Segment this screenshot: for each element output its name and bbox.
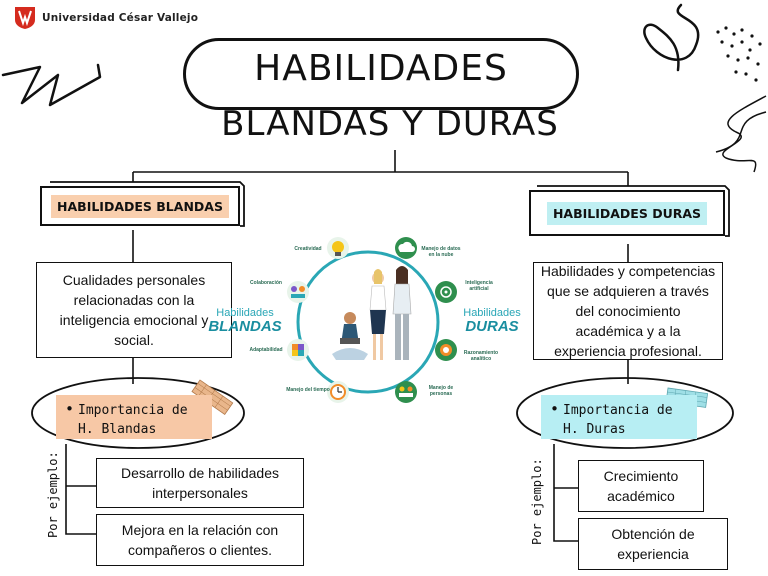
center-label-duras: Habilidades DURAS (454, 306, 530, 334)
left-example-2-text: Mejora en la relación con compañeros o c… (121, 522, 279, 558)
skills-circle-illustration (287, 237, 457, 403)
dots-doodle (716, 26, 762, 82)
ai-icon (435, 281, 457, 303)
right-importance-text: Importancia de H. Duras (563, 403, 673, 437)
page-title-line2: BLANDAS Y DURAS (221, 104, 559, 144)
left-example-1: Desarrollo de habilidades interpersonale… (96, 458, 304, 508)
right-example-2: Obtención de experiencia (578, 518, 728, 570)
center-label-blandas-top: Habilidades (216, 307, 274, 319)
center-label-blandas: Habilidades BLANDAS (204, 306, 286, 334)
right-example-1-text: Crecimiento académico (603, 468, 679, 504)
clock-icon (327, 381, 349, 403)
label-ia: Inteligencia artificial (465, 280, 493, 292)
university-shield-icon (15, 7, 35, 29)
creatividad-icon (327, 237, 349, 259)
scribble-doodle (715, 95, 767, 173)
right-importance: Importancia de H. Duras (541, 395, 697, 439)
center-label-duras-top: Habilidades (463, 307, 521, 319)
cloud-data-icon (395, 237, 417, 259)
center-label-blandas-bottom: BLANDAS (208, 318, 282, 335)
label-manejo-personas: Manejo de personas (428, 385, 454, 397)
label-adaptabilidad: Adaptabilidad (249, 347, 283, 353)
label-creatividad: Creatividad (294, 246, 322, 252)
label-manejo-tiempo: Manejo del tiempo (286, 387, 330, 393)
left-description: Cualidades personales relacionadas con l… (59, 272, 209, 348)
people-icon (395, 381, 417, 403)
curl-doodle (643, 3, 700, 72)
left-description-box: Cualidades personales relacionadas con l… (36, 262, 232, 358)
left-example-1-text: Desarrollo de habilidades interpersonale… (121, 465, 279, 501)
colaboracion-icon (287, 281, 309, 303)
right-header: HABILIDADES DURAS (529, 190, 725, 236)
people-illustration (332, 266, 412, 360)
page-title-line1: HABILIDADES (254, 48, 508, 89)
adaptabilidad-icon (287, 339, 309, 361)
right-description-box: Habilidades y competencias que se adquie… (533, 262, 723, 360)
zigzag-doodle (1, 63, 102, 107)
right-header-label: HABILIDADES DURAS (546, 201, 708, 225)
university-logo: Universidad César Vallejo (14, 6, 198, 30)
left-importance-text: Importancia de H. Blandas (78, 403, 188, 437)
right-example-1: Crecimiento académico (578, 460, 704, 512)
left-example-2: Mejora en la relación con compañeros o c… (96, 514, 304, 566)
right-description: Habilidades y competencias que se adquie… (540, 263, 716, 359)
left-importance: Importancia de H. Blandas (56, 395, 212, 439)
razonamiento-icon (435, 339, 457, 361)
university-name: Universidad César Vallejo (42, 12, 199, 24)
left-header-label: HABILIDADES BLANDAS (51, 194, 229, 218)
center-label-duras-bottom: DURAS (465, 318, 519, 335)
left-por-ejemplo: Por ejemplo: (46, 451, 60, 538)
right-example-2-text: Obtención de experiencia (611, 526, 695, 562)
title-frame (183, 38, 579, 110)
label-colaboracion: Colaboración (250, 280, 282, 286)
label-razonamiento: Razonamiento analítico (463, 350, 499, 362)
right-por-ejemplo: Por ejemplo: (530, 458, 544, 545)
label-manejo-datos: Manejo de datos en la nube (421, 246, 461, 258)
left-header: HABILIDADES BLANDAS (40, 186, 240, 226)
